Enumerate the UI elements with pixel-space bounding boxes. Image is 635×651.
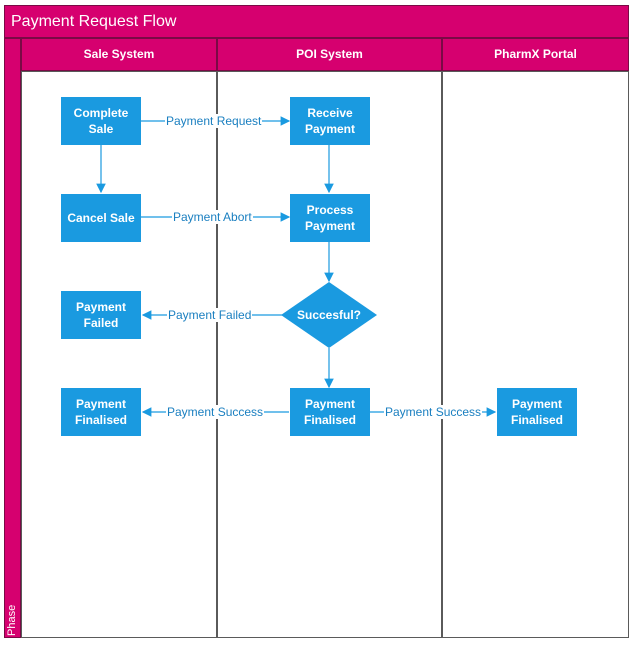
lane-header-pharmx-portal: PharmX Portal	[442, 38, 629, 71]
node-cancel-sale: Cancel Sale	[61, 194, 141, 242]
node-payment-failed: Payment Failed	[61, 291, 141, 339]
edge-label-payment-request: Payment Request	[165, 114, 263, 128]
node-poi-payment-finalised: Payment Finalised	[290, 388, 370, 436]
edge-label-payment-abort: Payment Abort	[172, 210, 253, 224]
phase-bar	[4, 38, 21, 638]
diagram-title: Payment Request Flow	[4, 5, 629, 38]
lane-pharmx-portal	[442, 71, 629, 638]
node-pharmx-payment-finalised: Payment Finalised	[497, 388, 577, 436]
edge-label-payment-success-left: Payment Success	[166, 405, 265, 419]
edge-label-payment-success-right: Payment Success	[384, 405, 483, 419]
lane-sale-system	[21, 71, 217, 638]
decision-successful-shape	[281, 282, 377, 348]
node-sale-payment-finalised: Payment Finalised	[61, 388, 141, 436]
edge-label-payment-failed: Payment Failed	[167, 308, 253, 322]
node-complete-sale: Complete Sale	[61, 97, 141, 145]
node-receive-payment: Receive Payment	[290, 97, 370, 145]
node-process-payment: Process Payment	[290, 194, 370, 242]
lane-header-sale-system: Sale System	[21, 38, 217, 71]
lane-header-poi-system: POI System	[217, 38, 442, 71]
decision-successful-label: Succesful?	[296, 308, 362, 322]
